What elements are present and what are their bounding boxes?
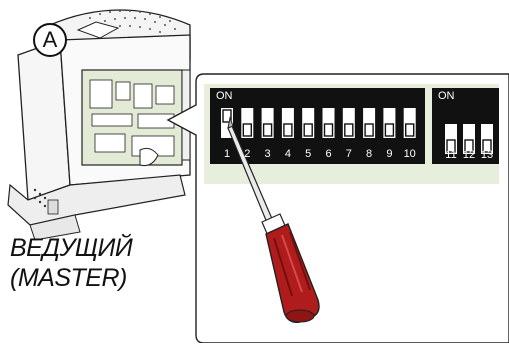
marker-circle-a: A bbox=[33, 23, 67, 57]
dip-switch-number-9: 9 bbox=[382, 148, 396, 160]
dip-switch-number-12: 12 bbox=[462, 149, 476, 161]
dip-switch-number-3: 3 bbox=[261, 148, 275, 160]
dip-switch-number-10: 10 bbox=[403, 148, 417, 160]
dip-switch-3-knob bbox=[264, 124, 272, 136]
dip-switch-8-knob bbox=[365, 124, 373, 136]
marker-letter: A bbox=[35, 25, 65, 55]
dip-switch-2-knob bbox=[243, 124, 251, 136]
dip-switch-7-knob bbox=[345, 124, 353, 136]
dip-block-2-on-label: ON bbox=[438, 90, 455, 102]
dip-switch-number-7: 7 bbox=[342, 148, 356, 160]
dip-switch-number-1: 1 bbox=[220, 148, 234, 160]
caption-line-2: (MASTER) bbox=[10, 263, 132, 293]
dip-block-1-on-label: ON bbox=[216, 90, 233, 102]
dip-switch-6-knob bbox=[325, 124, 333, 136]
dip-switch-number-6: 6 bbox=[322, 148, 336, 160]
dip-switch-4-knob bbox=[284, 124, 292, 136]
dip-switch-10-knob bbox=[406, 124, 414, 136]
dip-switch-number-5: 5 bbox=[301, 148, 315, 160]
caption-line-1: ВЕДУЩИЙ bbox=[10, 233, 132, 263]
dip-switch-5-knob bbox=[304, 124, 312, 136]
dip-switch-9-knob bbox=[385, 124, 393, 136]
dip-switch-number-4: 4 bbox=[281, 148, 295, 160]
dip-switch-number-8: 8 bbox=[362, 148, 376, 160]
dip-switch-number-13: 13 bbox=[480, 149, 494, 161]
caption: ВЕДУЩИЙ (MASTER) bbox=[10, 233, 132, 293]
dip-switch-number-2: 2 bbox=[240, 148, 254, 160]
dip-switch-number-11: 11 bbox=[444, 149, 458, 161]
